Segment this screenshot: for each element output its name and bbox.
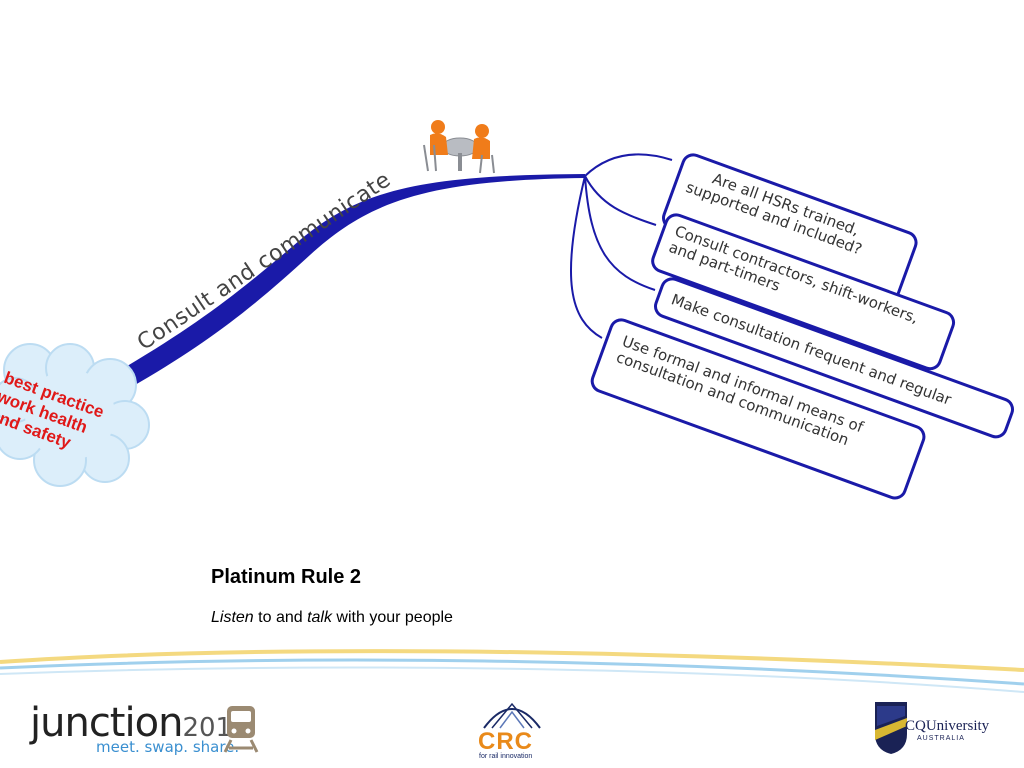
rule-subtitle: Listen to and talk with your people <box>211 609 453 627</box>
train-icon <box>223 706 259 753</box>
crc-tagline: for rail innovation <box>479 753 533 760</box>
subtitle-part: to and <box>253 609 308 626</box>
central-topic-cloud <box>0 343 150 487</box>
junction-word: junction <box>30 700 183 746</box>
junction-tagline: meet. swap. share. <box>96 738 240 756</box>
crc-logo-text: CRC <box>478 728 533 755</box>
crc-bridge-icon <box>483 702 541 729</box>
cq-logo-text: CQUniversity <box>905 718 990 734</box>
subtitle-part: Listen <box>211 609 254 626</box>
cq-shield-icon <box>875 702 907 754</box>
subtitle-part: talk <box>307 609 332 626</box>
footer-swoosh <box>0 649 1024 693</box>
mindmap-connectors <box>100 153 673 400</box>
subtitle-part: with your people <box>331 609 453 626</box>
cq-logo-sub: AUSTRALIA <box>917 735 965 742</box>
meeting-people-icon <box>423 120 495 174</box>
rule-title: Platinum Rule 2 <box>211 566 362 588</box>
